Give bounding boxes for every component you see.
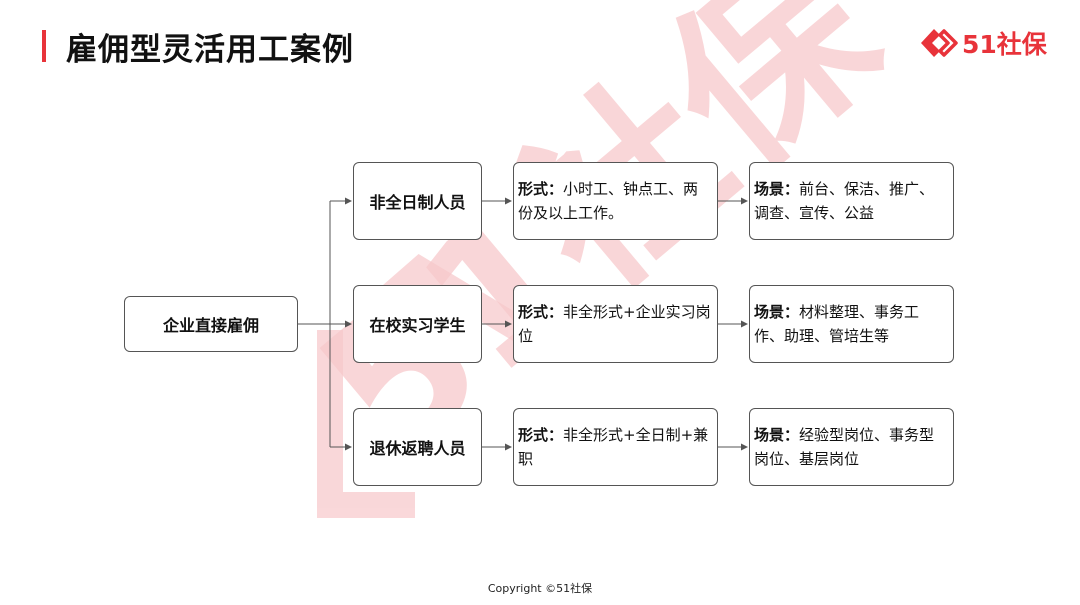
page-title: 雇佣型灵活用工案例 (66, 32, 354, 68)
scene-node-3: 场景：经验型岗位、事务型岗位、基层岗位 (749, 408, 954, 486)
scene-text: 材料整理、事务工作、助理、管培生等 (754, 303, 920, 345)
category-node-label: 退休返聘人员 (369, 439, 466, 458)
root-node-label: 企业直接雇佣 (162, 316, 259, 335)
category-node-1: 非全日制人员 (353, 162, 482, 240)
brand-logo-text: 51社保 (962, 30, 1047, 59)
scene-node-1: 场景：前台、保洁、推广、调查、宣传、公益 (749, 162, 954, 240)
root-node: 企业直接雇佣 (124, 296, 298, 352)
category-node-2: 在校实习学生 (353, 285, 482, 363)
copyright-text: Copyright ©51社保 (487, 582, 593, 595)
form-text: 非全形式+全日制+兼职 (518, 426, 709, 468)
category-node-label: 在校实习学生 (369, 316, 466, 335)
category-node-3: 退休返聘人员 (353, 408, 482, 486)
category-node-label: 非全日制人员 (369, 193, 466, 212)
scene-label: 场景： (754, 303, 800, 321)
form-node-1: 形式：小时工、钟点工、两份及以上工作。 (513, 162, 718, 240)
form-text: 小时工、钟点工、两份及以上工作。 (518, 180, 699, 222)
form-text: 非全形式+企业实习岗位 (518, 303, 711, 345)
scene-text: 经验型岗位、事务型岗位、基层岗位 (754, 426, 935, 468)
form-node-2: 形式：非全形式+企业实习岗位 (513, 285, 718, 363)
scene-label: 场景： (754, 426, 800, 444)
scene-label: 场景： (754, 180, 800, 198)
brand-logo: 51社保 (918, 26, 1047, 60)
form-node-3: 形式：非全形式+全日制+兼职 (513, 408, 718, 486)
form-label: 形式： (518, 180, 564, 198)
scene-text: 前台、保洁、推广、调查、宣传、公益 (754, 180, 935, 222)
brand-mark-icon (921, 29, 958, 57)
form-label: 形式： (518, 426, 564, 444)
scene-node-2: 场景：材料整理、事务工作、助理、管培生等 (749, 285, 954, 363)
form-label: 形式： (518, 303, 564, 321)
title-accent-bar (42, 30, 46, 62)
